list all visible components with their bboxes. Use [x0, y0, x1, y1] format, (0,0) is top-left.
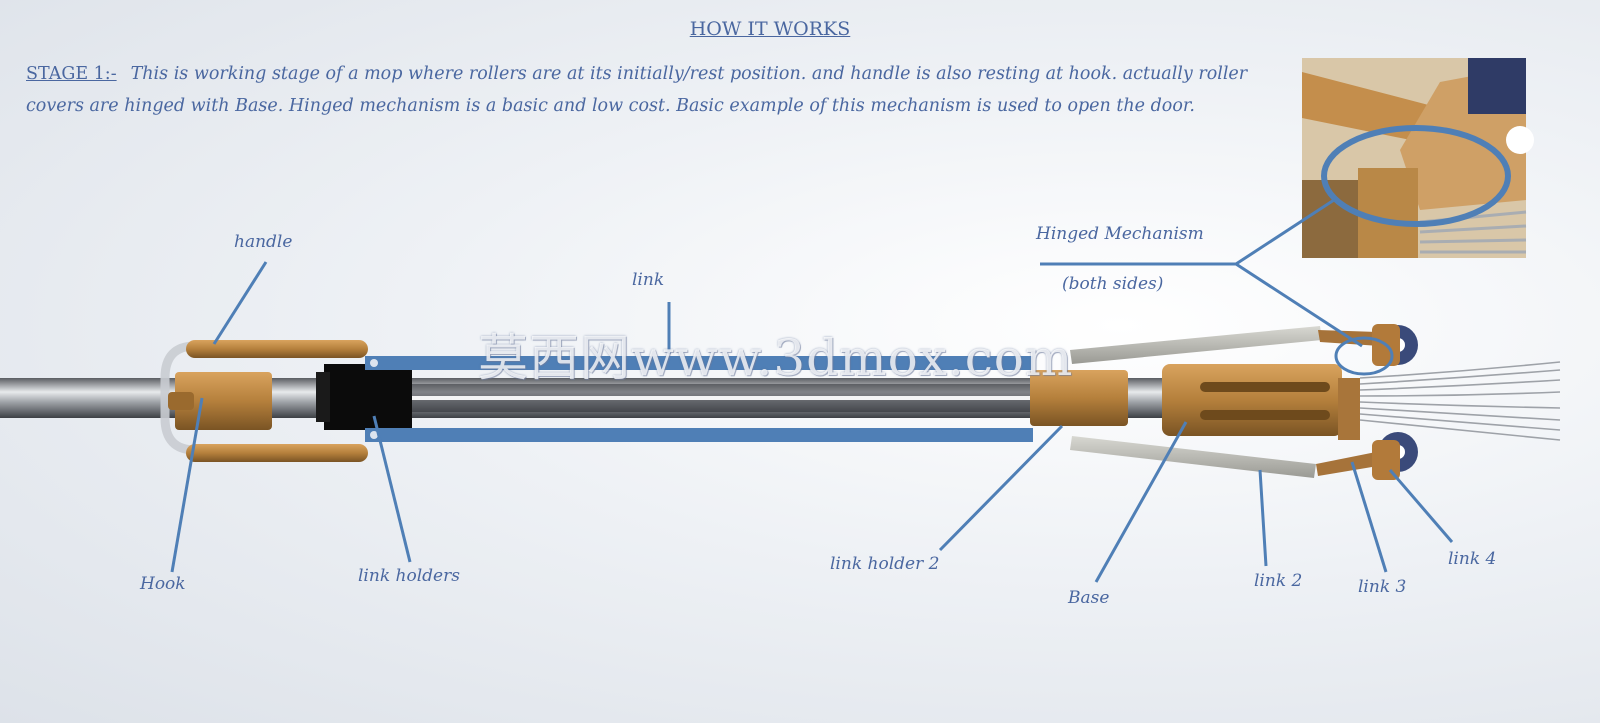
link-2 — [1070, 436, 1316, 478]
link-3 — [1316, 452, 1378, 476]
upper-metal-link — [1070, 326, 1322, 364]
label-link-3: link 3 — [1358, 577, 1407, 597]
mop-strings — [1359, 361, 1561, 441]
leader-lines — [170, 198, 1454, 583]
link-holders — [324, 364, 412, 430]
handle-bottom-bar — [186, 444, 368, 462]
label-link-holder-2: link holder 2 — [830, 554, 940, 574]
hinge-zoom-inset — [1302, 58, 1534, 258]
label-link: link — [632, 270, 665, 290]
label-link-2: link 2 — [1254, 571, 1303, 591]
base — [1162, 364, 1342, 436]
hook-glass — [160, 341, 196, 455]
label-base: Base — [1068, 588, 1110, 608]
label-link-holders: link holders — [358, 566, 460, 586]
stage-description: STAGE 1:-This is working stage of a mop … — [26, 58, 1286, 122]
hinge-callout-ellipse — [1321, 125, 1511, 227]
link-holder-2 — [1030, 370, 1128, 426]
link-bottom — [365, 428, 1033, 442]
stage-heading: STAGE 1:- — [26, 64, 117, 84]
watermark: 莫西网www.3dmox.com — [478, 329, 1074, 387]
label-both-sides: (both sides) — [1062, 274, 1164, 294]
hook-pin — [168, 392, 194, 410]
label-link-4: link 4 — [1448, 549, 1497, 569]
label-hook: Hook — [140, 574, 186, 594]
page-title: HOW IT WORKS — [689, 18, 851, 40]
link-top — [365, 356, 1033, 370]
inner-rod-highlight — [400, 396, 1030, 400]
label-handle: handle — [234, 232, 293, 252]
stage-text: This is working stage of a mop where rol… — [26, 64, 1248, 116]
label-hinged-mechanism: Hinged Mechanism — [1036, 224, 1204, 244]
handle-top-bar — [186, 340, 368, 358]
hinge-callout-small — [1334, 336, 1394, 376]
